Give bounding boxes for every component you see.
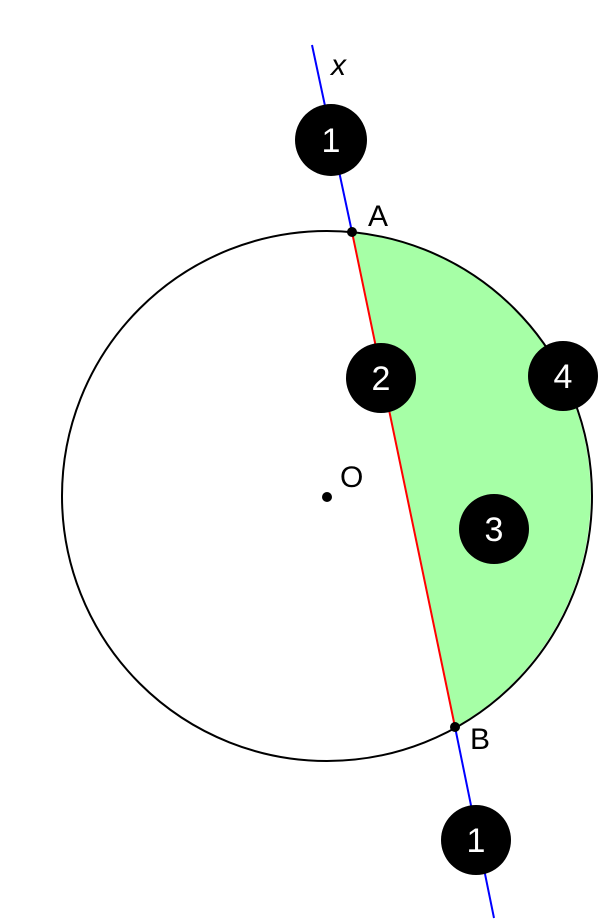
line-x-label: x bbox=[329, 49, 347, 82]
marker-3: 3 bbox=[459, 494, 529, 564]
point-o-label: O bbox=[340, 461, 363, 494]
point-a bbox=[347, 227, 357, 237]
marker-2: 2 bbox=[346, 343, 416, 413]
marker-label: 3 bbox=[485, 511, 504, 549]
point-a-label: A bbox=[368, 200, 388, 233]
marker-label: 1 bbox=[322, 122, 341, 160]
shaded-segment bbox=[352, 232, 591, 727]
point-b bbox=[450, 722, 460, 732]
point-o bbox=[322, 492, 332, 502]
chord-ab bbox=[351, 231, 456, 728]
circle bbox=[61, 230, 593, 762]
point-b-label: B bbox=[470, 723, 490, 756]
marker-1-bottom: 1 bbox=[441, 805, 511, 875]
marker-label: 2 bbox=[372, 360, 391, 398]
marker-4: 4 bbox=[528, 341, 598, 411]
marker-1-top: 1 bbox=[295, 104, 367, 176]
marker-label: 1 bbox=[467, 822, 486, 860]
marker-label: 4 bbox=[554, 358, 573, 396]
